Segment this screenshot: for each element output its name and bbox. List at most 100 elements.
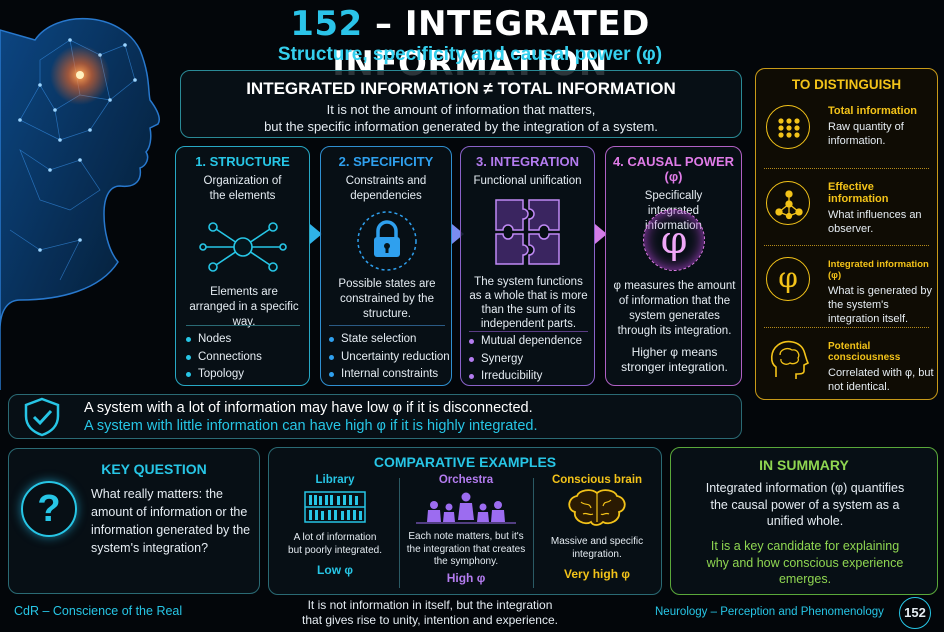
summary-text-1: Integrated information (φ) quantifies th… xyxy=(705,481,905,528)
dots-grid-icon xyxy=(766,105,810,149)
puzzle-pieces-icon xyxy=(495,199,560,265)
column-integration-title: 3. INTEGRATION xyxy=(475,154,580,169)
footer-center-2: that gives rise to unity, intention and … xyxy=(302,613,558,627)
example-conscious-brain: Conscious brain Massive and specific int… xyxy=(535,474,659,581)
example-rating: High φ xyxy=(446,570,486,585)
note-line-2: A system with little information can hav… xyxy=(84,418,538,434)
network-nodes-icon xyxy=(199,222,287,272)
key-question-text: What really matters: the amount of infor… xyxy=(91,487,251,555)
column-causal-power-title: 4. CAUSAL POWER (φ) xyxy=(612,154,735,184)
column-integration-bullets: Mutual dependence Synergy Irreducibility xyxy=(469,333,582,386)
column-specificity-bullets: State selection Uncertainty reduction In… xyxy=(329,331,450,384)
banner-title: INTEGRATED INFORMATION ≠ TOTAL INFORMATI… xyxy=(246,79,676,98)
column-integration-intro: Functional unification xyxy=(473,175,582,187)
footer-page-badge: 152 xyxy=(899,597,931,629)
examples-separator xyxy=(399,478,400,588)
title-dash: – xyxy=(375,4,393,44)
brain-icon xyxy=(568,489,626,526)
column-structure-text: Elements are arranged in a specific way. xyxy=(189,286,299,328)
bullet-item: Irreducibility xyxy=(469,368,582,386)
distinguish-title: TO DISTINGUISH xyxy=(791,77,902,92)
brain-head-illustration xyxy=(0,17,161,390)
banner-panel: INTEGRATED INFORMATION ≠ TOTAL INFORMATI… xyxy=(180,70,742,138)
column-causal-power: 4. CAUSAL POWER (φ) Specifically integra… xyxy=(605,146,742,386)
banner-line-1: It is not the amount of information that… xyxy=(326,102,596,117)
example-name: Conscious brain xyxy=(551,474,643,486)
distinguish-item-title: Total information xyxy=(828,105,918,117)
phi-icon: φ xyxy=(766,257,810,301)
orchestra-icon xyxy=(416,492,516,524)
distinguish-item-text: Correlated with φ, but not identical. xyxy=(828,367,934,393)
column-specificity-intro: Constraints and dependencies xyxy=(345,175,427,202)
distinguish-item-title: Potential consciousness xyxy=(828,341,901,363)
banner-line-2: but the specific information generated b… xyxy=(264,119,658,134)
bullet-item: Synergy xyxy=(469,351,582,369)
distinguish-panel: TO DISTINGUISH Total information Raw qua… xyxy=(755,68,938,400)
footer-right: Neurology – Perception and Phenomenology xyxy=(655,606,884,618)
question-mark-icon: ? xyxy=(21,481,77,537)
note-line-1: A system with a lot of information may h… xyxy=(84,400,533,416)
bullet-item: Nodes xyxy=(186,331,262,349)
distinguish-item-text: What influences an observer. xyxy=(828,209,922,235)
column-structure-title: 1. STRUCTURE xyxy=(195,154,290,169)
example-library: Library A lot of information but poorly … xyxy=(273,474,397,577)
phi-symbol-icon: φ xyxy=(643,209,705,271)
bookshelf-icon xyxy=(304,491,366,523)
column-specificity-text: Possible states are constrained by the s… xyxy=(338,278,436,320)
summary-title: IN SUMMARY xyxy=(759,457,849,473)
distinguish-item: Integrated information (φ) What is gener… xyxy=(828,259,936,326)
key-question-title: KEY QUESTION xyxy=(101,461,207,477)
examples-separator xyxy=(533,478,534,588)
bullet-item: Connections xyxy=(186,349,262,367)
bullet-item: Internal constraints xyxy=(329,366,450,384)
distinguish-item-text: Raw quantity of information. xyxy=(828,121,904,147)
examples-title: COMPARATIVE EXAMPLES xyxy=(373,454,557,470)
column-causal-power-text: φ measures the amount of information tha… xyxy=(613,280,736,337)
column-specificity-divider xyxy=(329,325,445,326)
bullet-item: Uncertainty reduction xyxy=(329,349,450,367)
examples-panel: COMPARATIVE EXAMPLES Library A lot of in… xyxy=(268,447,662,595)
summary-panel: IN SUMMARY Integrated information (φ) qu… xyxy=(670,447,938,595)
head-brain-icon xyxy=(770,340,810,379)
footer-center-1: It is not information in itself, but the… xyxy=(307,598,553,612)
column-integration-text: The system functions as a whole that is … xyxy=(469,276,588,330)
example-rating: Low φ xyxy=(317,563,353,577)
note-panel: A system with a lot of information may h… xyxy=(8,394,742,439)
example-text: Massive and specific integration. xyxy=(550,536,644,560)
key-question-panel: KEY QUESTION ? What really matters: the … xyxy=(8,448,260,594)
bullet-item: Mutual dependence xyxy=(469,333,582,351)
arrow-right-icon xyxy=(595,224,607,244)
example-orchestra: Orchestra Each note matters, but it's th… xyxy=(401,474,531,585)
distinguish-item-title: Integrated information (φ) xyxy=(828,259,929,281)
lock-icon xyxy=(357,211,417,271)
example-text: Each note matters, but it's the integrat… xyxy=(406,531,526,567)
example-rating: Very high φ xyxy=(564,567,630,581)
distinguish-item: Total information Raw quantity of inform… xyxy=(828,105,934,148)
column-integration-divider xyxy=(469,331,588,332)
distinguish-item-title: Effective information xyxy=(828,181,889,205)
distinguish-item: Potential consciousness Correlated with … xyxy=(828,341,936,394)
summary-text-2: It is a key candidate for explaining why… xyxy=(706,539,904,586)
column-causal-power-text-2: Higher φ means stronger integration. xyxy=(621,345,728,374)
distinguish-item-text: What is generated by the system's integr… xyxy=(828,285,932,325)
divider xyxy=(764,245,929,246)
column-structure-divider xyxy=(186,325,300,326)
bullet-item: State selection xyxy=(329,331,450,349)
divider xyxy=(764,168,929,169)
column-structure-bullets: Nodes Connections Topology xyxy=(186,331,262,384)
column-structure-intro: Organization of the elements xyxy=(203,175,282,202)
title-number: 152 xyxy=(290,4,363,44)
footer-left: CdR – Conscience of the Real xyxy=(14,604,183,618)
network-icon xyxy=(766,181,810,225)
column-integration: 3. INTEGRATION Functional unification Th… xyxy=(460,146,595,386)
example-name: Library xyxy=(315,474,355,486)
distinguish-item: Effective information What influences an… xyxy=(828,181,934,236)
example-text: A lot of information but poorly integrat… xyxy=(288,532,382,556)
example-name: Orchestra xyxy=(438,474,494,486)
divider xyxy=(764,327,929,328)
arrow-right-icon xyxy=(310,224,322,244)
bullet-item: Topology xyxy=(186,366,262,384)
column-specificity: 2. SPECIFICITY Constraints and dependenc… xyxy=(320,146,452,386)
column-specificity-title: 2. SPECIFICITY xyxy=(338,154,434,169)
page-subtitle: Structure, specificity and causal power … xyxy=(277,44,663,65)
